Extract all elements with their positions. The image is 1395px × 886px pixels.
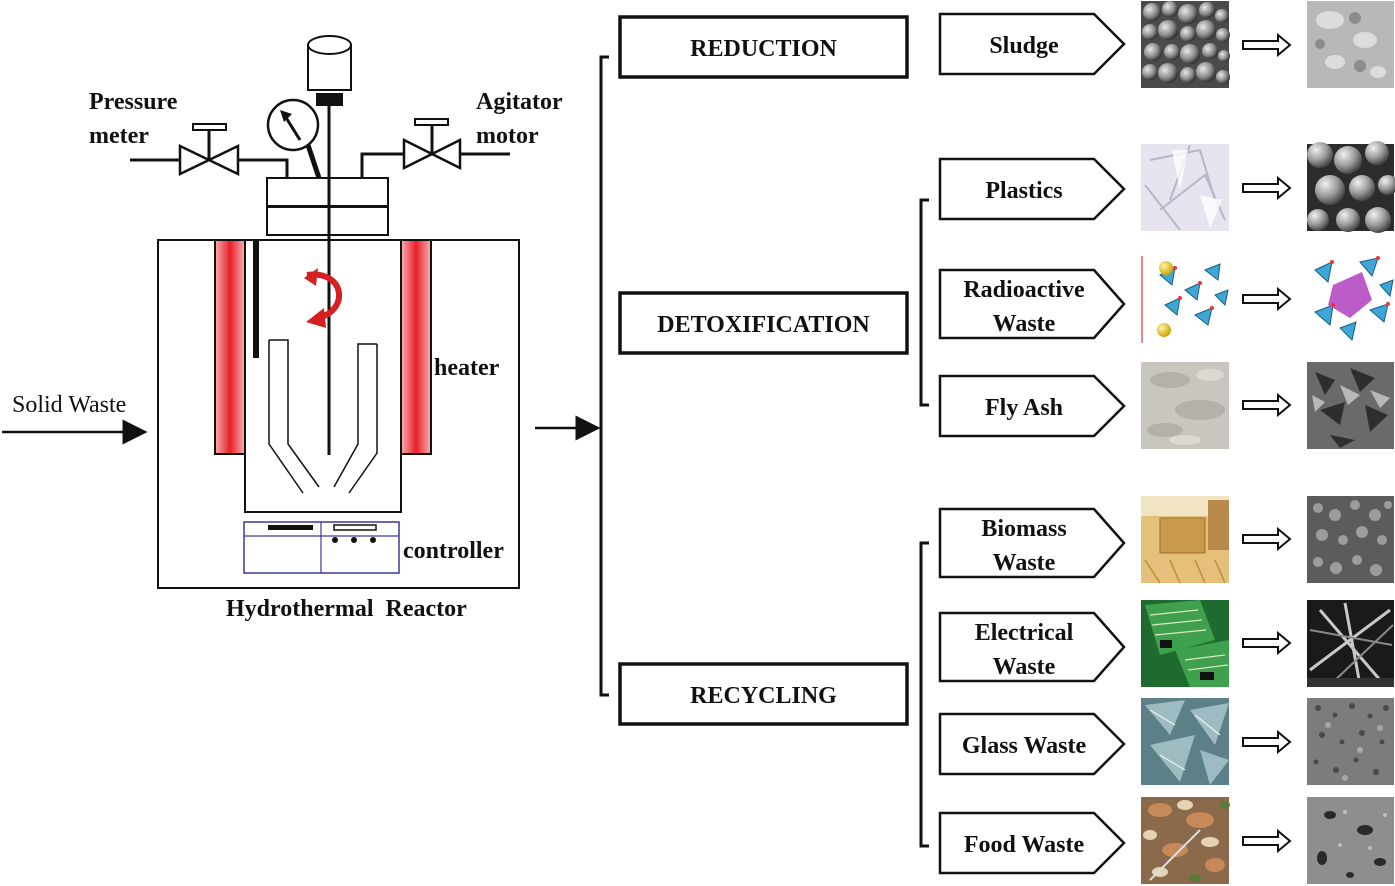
electrical-raw-image bbox=[1141, 600, 1229, 687]
item-plastics: Plastics bbox=[938, 157, 1126, 221]
controller-icon bbox=[243, 521, 400, 574]
fly-ash-arrow-icon bbox=[1242, 392, 1292, 418]
reactor-title: Hydrothermal Reactor bbox=[226, 596, 467, 622]
glass-raw-image bbox=[1141, 698, 1229, 785]
inner-vessel bbox=[244, 240, 402, 513]
category-recycling: RECYCLING bbox=[618, 662, 909, 726]
item-sludge: Sludge bbox=[938, 12, 1126, 76]
plastics-arrow-icon bbox=[1242, 175, 1292, 201]
pressure-meter-label-line2: meter bbox=[89, 123, 149, 149]
detox-bracket bbox=[919, 198, 929, 407]
item-biomass-waste: Biomass Waste bbox=[938, 507, 1126, 579]
item-radioactive-label-line1: Radioactive bbox=[963, 277, 1085, 303]
food-product-image bbox=[1307, 797, 1394, 884]
radioactive-raw-image bbox=[1141, 256, 1229, 343]
plastics-product-image bbox=[1307, 141, 1395, 233]
food-arrow-icon bbox=[1242, 828, 1292, 854]
heater-label: heater bbox=[434, 355, 500, 381]
reactor-illustration bbox=[2, 35, 520, 589]
item-electrical-waste: Electrical Waste bbox=[938, 611, 1126, 683]
pressure-meter-label-line1: Pressure bbox=[89, 89, 178, 115]
glass-product-image bbox=[1307, 698, 1394, 785]
category-reduction: REDUCTION bbox=[618, 15, 909, 79]
category-recycling-label: RECYCLING bbox=[690, 683, 837, 709]
radioactive-arrow-icon bbox=[1242, 286, 1292, 312]
item-biomass-label-line2: Waste bbox=[993, 550, 1056, 576]
biomass-arrow-icon bbox=[1242, 526, 1292, 552]
agitator-motor-label-line2: motor bbox=[476, 123, 539, 149]
main-bracket bbox=[535, 55, 609, 697]
motor-icon bbox=[307, 35, 352, 106]
sludge-product-image bbox=[1307, 1, 1394, 88]
category-detoxification-label: DETOXIFICATION bbox=[657, 312, 870, 338]
item-radioactive-label-line2: Waste bbox=[993, 311, 1056, 337]
agitator-blades bbox=[268, 339, 378, 494]
electrical-product-image bbox=[1307, 600, 1394, 687]
category-detoxification: DETOXIFICATION bbox=[618, 291, 909, 355]
item-electrical-label-line1: Electrical bbox=[975, 620, 1074, 646]
electrical-arrow-icon bbox=[1242, 630, 1292, 656]
pressure-gauge-icon bbox=[266, 98, 322, 179]
right-valve-icon bbox=[360, 118, 510, 178]
solid-waste-label: Solid Waste bbox=[12, 392, 126, 418]
biomass-raw-image bbox=[1141, 496, 1229, 584]
transformation-arrows bbox=[1242, 32, 1292, 854]
plastics-raw-image bbox=[1141, 144, 1229, 231]
item-food-label: Food Waste bbox=[964, 832, 1085, 858]
item-glass-label: Glass Waste bbox=[962, 733, 1087, 759]
item-plastics-label: Plastics bbox=[985, 178, 1062, 204]
sludge-raw-image bbox=[1141, 1, 1230, 88]
controller-label: controller bbox=[403, 538, 504, 564]
biomass-product-image bbox=[1307, 496, 1394, 583]
item-food-waste: Food Waste bbox=[938, 811, 1126, 875]
glass-arrow-icon bbox=[1242, 729, 1292, 755]
item-biomass-label-line1: Biomass bbox=[981, 516, 1066, 542]
item-electrical-label-line2: Waste bbox=[993, 654, 1056, 680]
rotation-arrow-icon bbox=[304, 268, 343, 328]
item-fly-ash-label: Fly Ash bbox=[985, 395, 1063, 421]
category-reduction-label: REDUCTION bbox=[690, 36, 837, 62]
recycling-bracket bbox=[919, 541, 929, 848]
left-valve-icon bbox=[130, 123, 289, 178]
item-sludge-label: Sludge bbox=[989, 33, 1059, 59]
item-radioactive-waste: Radioactive Waste bbox=[938, 268, 1126, 340]
radioactive-product-image bbox=[1307, 256, 1394, 343]
agitator-motor-label-line1: Agitator bbox=[476, 89, 563, 115]
heater-left bbox=[214, 239, 246, 455]
item-fly-ash: Fly Ash bbox=[938, 374, 1126, 438]
sludge-arrow-icon bbox=[1242, 32, 1292, 58]
item-glass-waste: Glass Waste bbox=[938, 712, 1126, 776]
heater-right bbox=[400, 239, 432, 455]
fly-ash-raw-image bbox=[1141, 362, 1229, 449]
fly-ash-product-image bbox=[1307, 362, 1394, 449]
food-raw-image bbox=[1141, 797, 1230, 884]
